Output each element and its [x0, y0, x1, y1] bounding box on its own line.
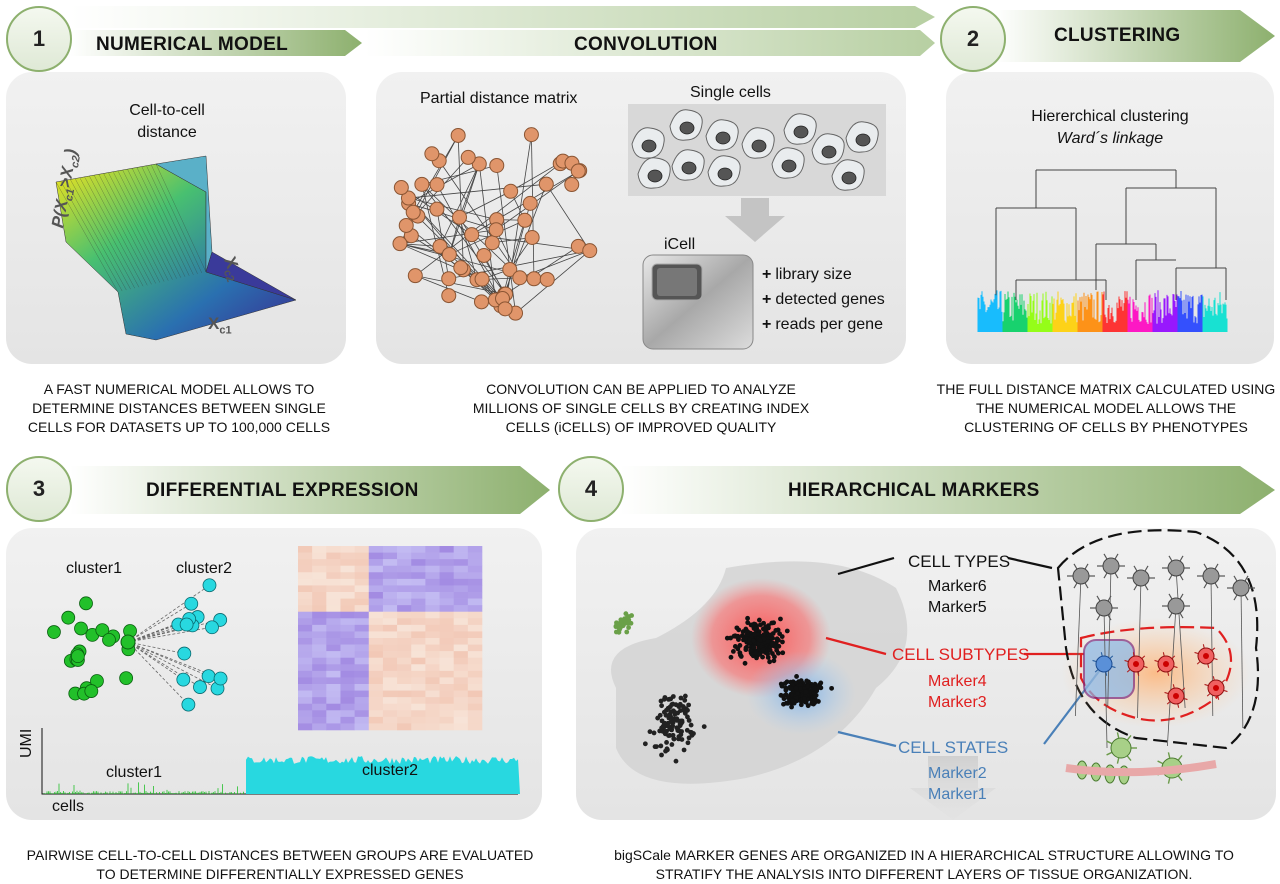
bullet-reads-per-gene: +reads per gene	[762, 316, 883, 333]
distance-network	[392, 127, 598, 321]
marker2-label: Marker2	[928, 765, 987, 782]
cells-axis-label: cells	[52, 798, 85, 815]
marker-points	[613, 611, 835, 764]
caption-convolution: CONVOLUTION CAN BE APPLIED TO ANALYZE MI…	[472, 381, 810, 435]
axis-xc1-label: Xc1	[208, 314, 232, 337]
cluster1-label: cluster1	[66, 560, 123, 577]
step-3-circle: 3	[6, 456, 72, 522]
cluster2-points	[171, 578, 228, 712]
partial-distance-matrix-label: Partial distance matrix	[420, 90, 578, 107]
cluster2-label: cluster2	[176, 560, 233, 577]
expression-heatmap	[298, 546, 483, 731]
cell-states-label: CELL STATES	[898, 738, 1009, 757]
marker1-label: Marker1	[928, 786, 987, 803]
axon	[1065, 760, 1217, 777]
marker6-label: Marker6	[928, 578, 987, 595]
clustering-title-line1: Hiererchical clustering	[1031, 108, 1189, 125]
cell-distance-title-line1: Cell-to-cell	[129, 102, 205, 119]
umi-axis-label: UMI	[18, 728, 35, 758]
cluster1-points	[47, 596, 137, 701]
step-1-title: NUMERICAL MODEL	[96, 34, 289, 55]
heatmap-cells	[298, 546, 483, 731]
clustering-title: Hiererchical clustering Ward´s linkage	[990, 106, 1230, 150]
step-2-circle: 2	[940, 6, 1006, 72]
marker4-label: Marker4	[928, 673, 987, 690]
convolution-title: CONVOLUTION	[574, 34, 718, 55]
track-cluster1-label: cluster1	[106, 764, 163, 781]
step-4-title: HIERARCHICAL MARKERS	[788, 480, 1040, 501]
track-cluster2-label: cluster2	[362, 762, 419, 779]
dendrogram-leaves	[977, 290, 1228, 332]
caption-hierarchical-markers: bigSCale MARKER GENES ARE ORGANIZED IN A…	[614, 847, 1234, 882]
convolution-down-arrow	[725, 198, 785, 242]
cell-types-outline	[1056, 529, 1260, 750]
cell-types-label: CELL TYPES	[908, 552, 1011, 571]
dendrogram-lines	[995, 169, 1227, 300]
step-1-circle: 1	[6, 6, 72, 72]
marker3-label: Marker3	[928, 694, 987, 711]
bullet-detected-genes: +detected genes	[762, 291, 885, 308]
bullet-library-size: +library size	[762, 266, 852, 283]
step-2-title: CLUSTERING	[1054, 25, 1181, 46]
track-bars	[43, 756, 520, 794]
cell-subtypes-outline	[1079, 626, 1233, 722]
neurons	[1067, 553, 1255, 785]
caption-differential-expression: PAIRWISE CELL-TO-CELL DISTANCES BETWEEN …	[26, 847, 534, 882]
caption-numerical-model: A FAST NUMERICAL MODEL ALLOWS TO DETERMI…	[27, 381, 331, 435]
icell-label: iCell	[664, 236, 696, 253]
caption-clustering: THE FULL DISTANCE MATRIX CALCULATED USIN…	[936, 381, 1276, 435]
single-cells-image	[628, 104, 886, 196]
step-4-circle: 4	[558, 456, 624, 522]
distance-surface-plot	[55, 155, 297, 341]
single-cell-group	[631, 109, 879, 191]
surface-shape	[55, 155, 297, 341]
marker-down-arrow	[910, 756, 996, 820]
dendrogram	[977, 169, 1228, 332]
cell-subtypes-label: CELL SUBTYPES	[892, 645, 1030, 664]
marker-scatter	[611, 529, 1260, 820]
umi-track	[41, 728, 520, 795]
clustering-title-line2: Ward´s linkage	[1056, 130, 1164, 147]
network-nodes	[392, 127, 598, 321]
cell-distance-title: Cell-to-cell distance	[112, 100, 222, 144]
reference-cell	[120, 634, 136, 650]
icell-square	[642, 254, 754, 350]
single-cells-label: Single cells	[690, 84, 771, 101]
cluster-distance-plot	[47, 578, 228, 712]
marker5-label: Marker5	[928, 599, 987, 616]
step-3-title: DIFFERENTIAL EXPRESSION	[146, 480, 419, 501]
cell-distance-title-line2: distance	[137, 124, 197, 141]
